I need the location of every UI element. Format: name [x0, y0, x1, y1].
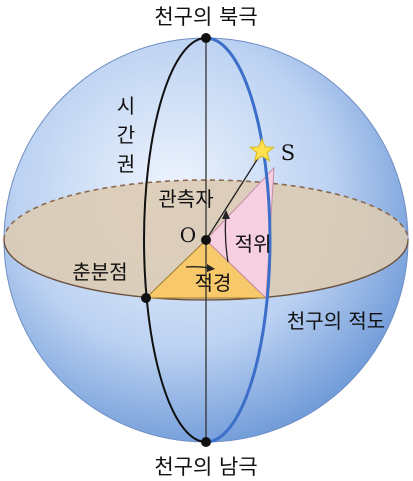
observer-label: 관측자	[158, 187, 213, 211]
hour-circle	[143, 37, 207, 443]
hour-circle-label-3: 권	[117, 152, 135, 176]
star-meridian	[205, 36, 272, 444]
vernal-equinox-dot	[141, 293, 151, 303]
hour-circle-label-2: 간	[117, 123, 135, 147]
center-label: O	[180, 223, 196, 247]
right-ascension-label: 적경	[195, 271, 232, 295]
star-label: S	[281, 141, 295, 165]
vernal-equinox-label: 춘분점	[72, 260, 127, 284]
center-dot	[201, 235, 211, 245]
north-pole-dot	[201, 33, 211, 43]
declination-label: 적위	[235, 232, 272, 256]
south-pole-label: 천구의 남극	[154, 455, 257, 479]
right-ascension-arrowhead	[207, 264, 215, 272]
star-icon	[248, 137, 276, 162]
hour-circle-label-1: 시	[117, 94, 135, 118]
declination-arrowhead	[222, 210, 230, 219]
south-pole-dot	[201, 437, 211, 447]
north-pole-label: 천구의 북극	[154, 5, 257, 29]
celestial-equator-back-edge	[3, 179, 409, 241]
star-direction-line	[205, 151, 263, 241]
celestial-equator-label: 천구의 적도	[287, 309, 385, 333]
